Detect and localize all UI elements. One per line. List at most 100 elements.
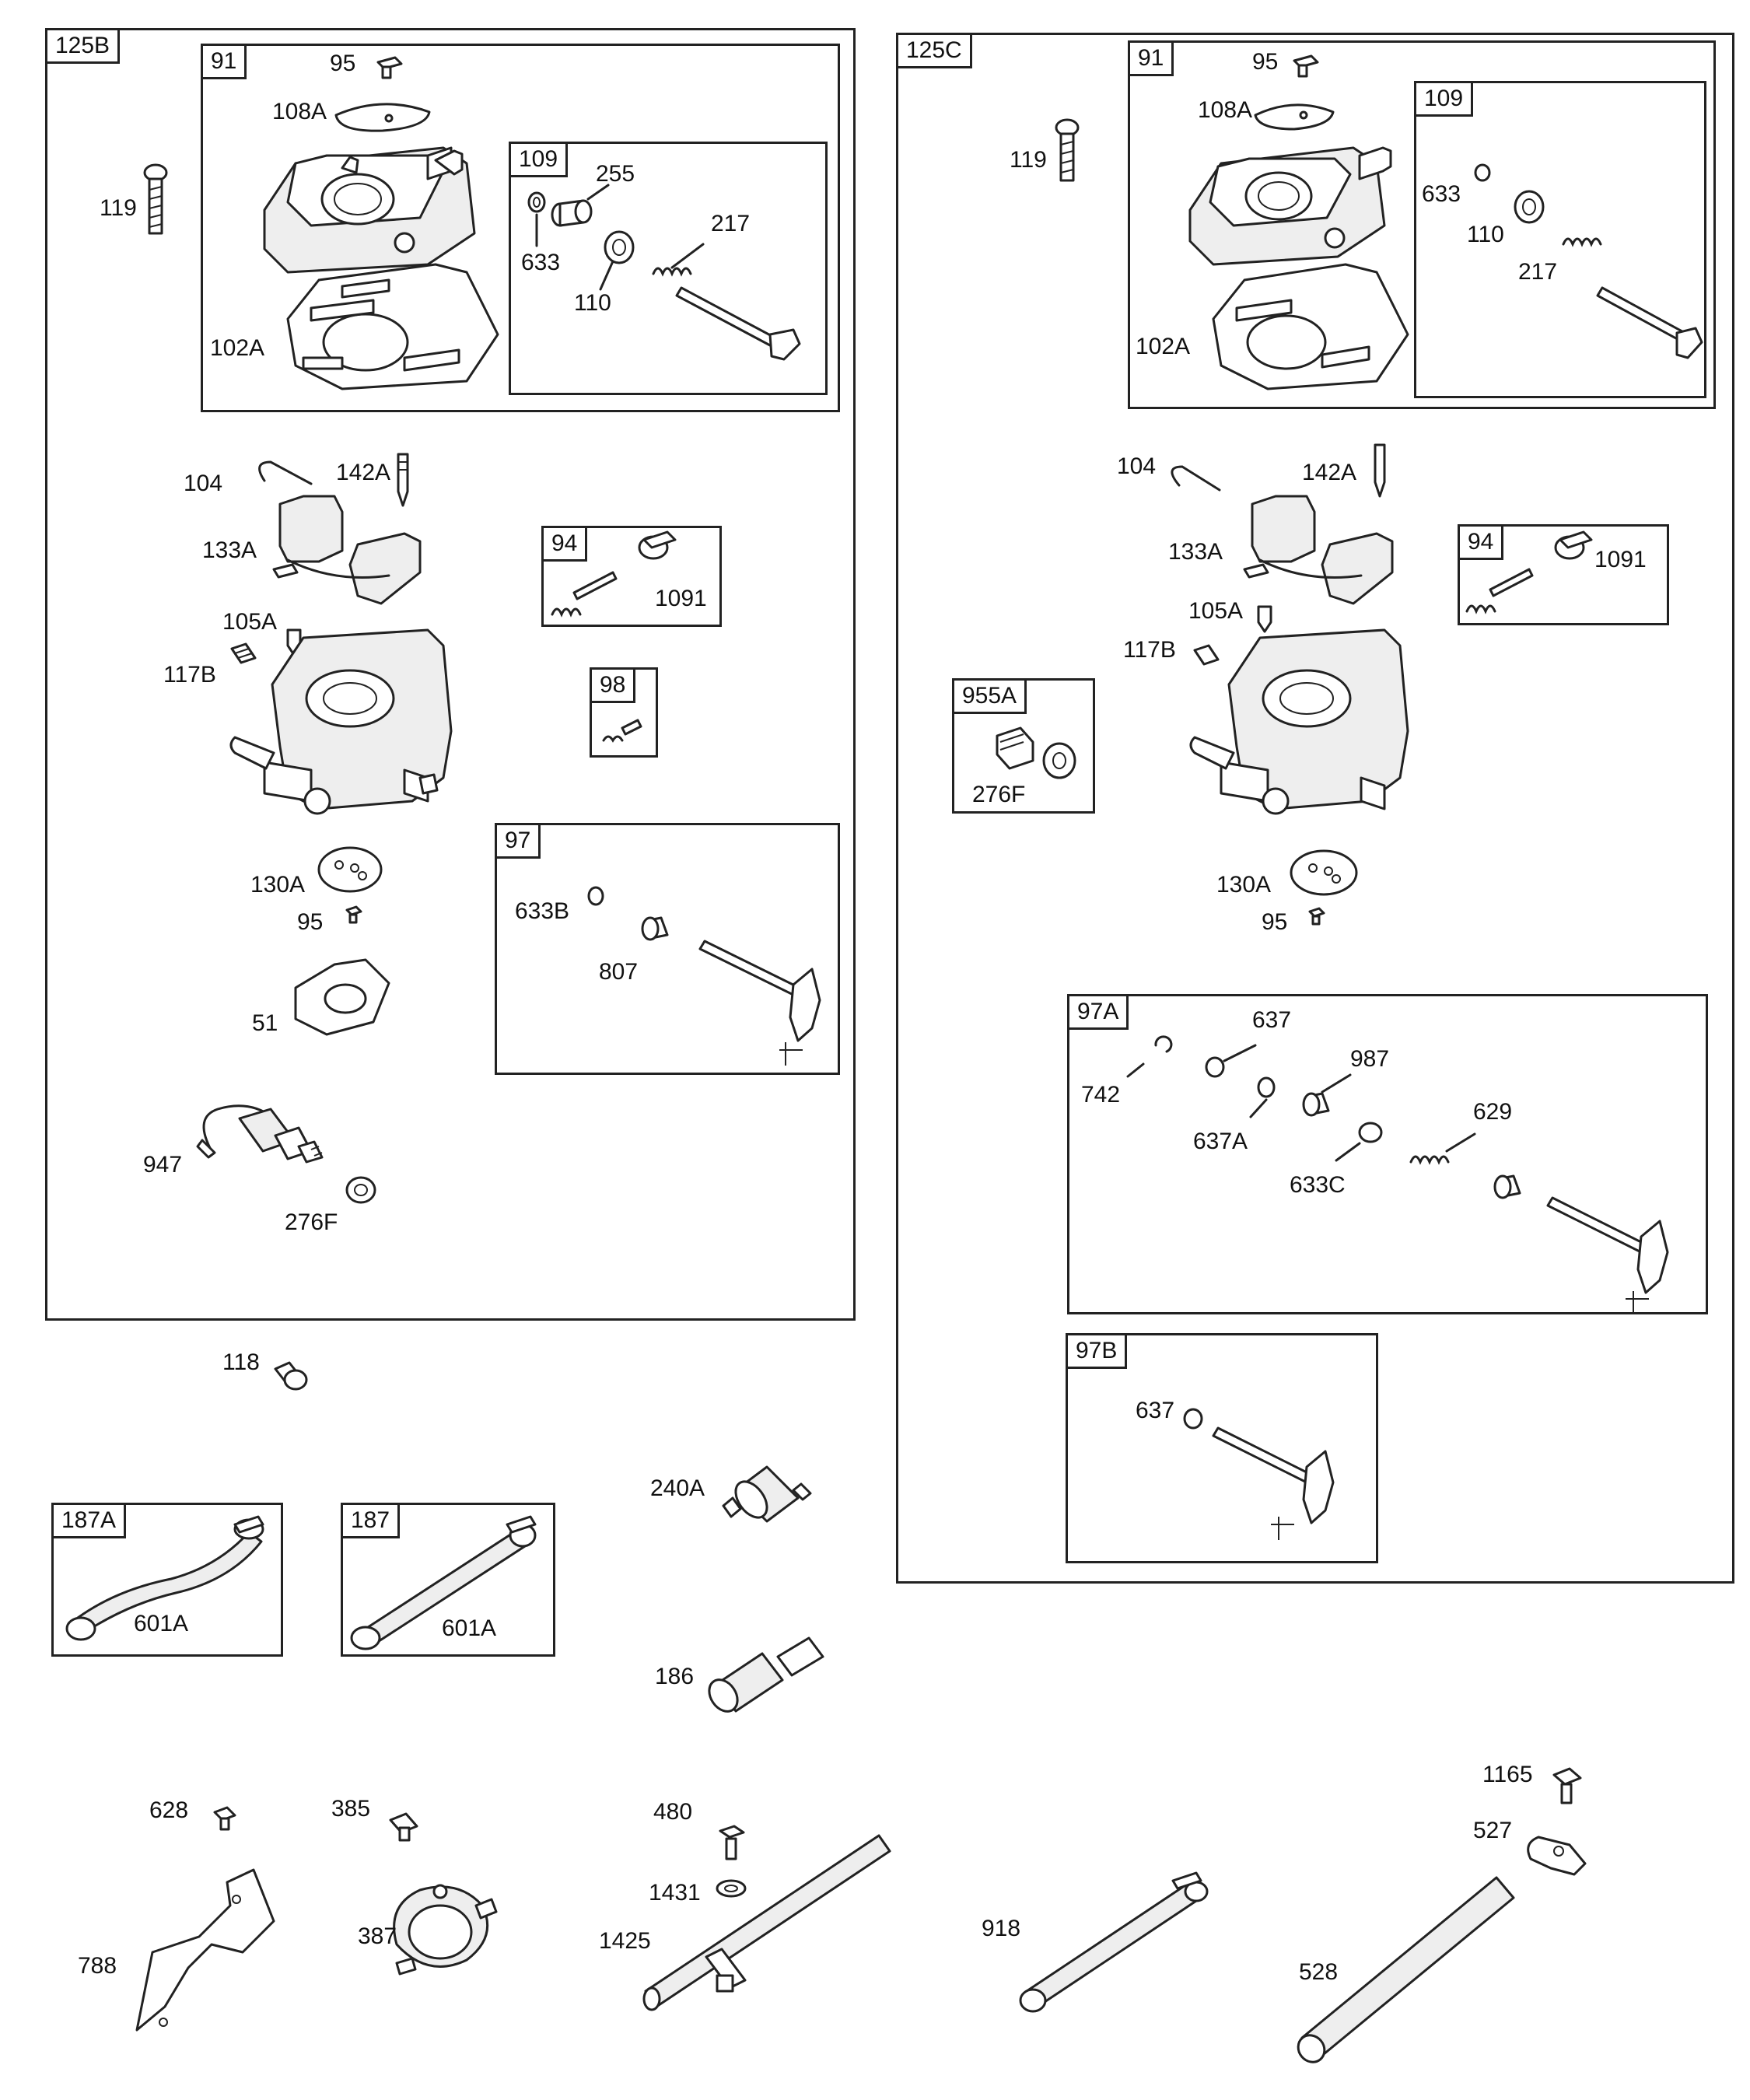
label-276f: 276F xyxy=(285,1209,338,1235)
label-385: 385 xyxy=(331,1796,371,1822)
seat-105ab-part xyxy=(1257,605,1272,633)
label-108a-b: 108A xyxy=(1198,97,1253,123)
label-987: 987 xyxy=(1350,1046,1390,1072)
label-633c: 633C xyxy=(1290,1172,1346,1198)
gasket-102ab-part xyxy=(1212,263,1409,390)
seal-633b-part xyxy=(587,886,604,906)
carburetor-cover-91-part xyxy=(263,146,476,274)
label-95-b: 95 xyxy=(297,909,324,935)
washer-637b-part xyxy=(1183,1408,1203,1430)
screw-95b-part xyxy=(345,905,362,924)
carburetor-body-part xyxy=(229,628,453,815)
box-tag: 125C xyxy=(896,33,972,68)
label-633b: 633B xyxy=(515,898,570,924)
seal-633-part xyxy=(527,191,546,247)
box-tag: 97A xyxy=(1067,994,1129,1030)
label-918: 918 xyxy=(982,1916,1021,1941)
screw-98-part xyxy=(602,719,642,743)
shaft-97-part xyxy=(698,940,821,1066)
float-133ab-part xyxy=(1243,495,1394,605)
needle-142a-part xyxy=(397,453,409,507)
needle-valve-94-right-part xyxy=(1465,530,1593,614)
label-104: 104 xyxy=(184,471,223,496)
assembly-box-187: 187 xyxy=(341,1503,555,1657)
label-102a: 102A xyxy=(210,335,265,361)
label-95-c: 95 xyxy=(1252,49,1279,75)
label-117b: 117B xyxy=(163,662,216,688)
label-104-b: 104 xyxy=(1117,453,1157,479)
hose-918-part xyxy=(1019,1871,1209,2013)
washer-110-part xyxy=(599,230,635,291)
label-130a: 130A xyxy=(250,872,306,898)
screw-119-part xyxy=(143,163,168,235)
plug-118-part xyxy=(274,1361,308,1391)
label-807: 807 xyxy=(599,959,639,985)
fuel-filter-240a-part xyxy=(722,1465,812,1523)
tube-1425-part xyxy=(642,1834,891,2011)
box-tag: 125B xyxy=(45,28,121,64)
gasket-108ab-part xyxy=(1254,103,1335,131)
screw-95c-part xyxy=(1293,54,1319,78)
label-130a-b: 130A xyxy=(1216,872,1272,898)
assembly-box-94-right: 94 xyxy=(1458,524,1669,625)
box-tag: 91 xyxy=(1128,40,1174,76)
label-105a-b: 105A xyxy=(1188,598,1244,624)
screw-628-part xyxy=(213,1806,236,1831)
label-947: 947 xyxy=(143,1152,183,1178)
label-142a: 142A xyxy=(336,460,391,485)
fitting-955a-part xyxy=(996,726,1076,779)
screw-119b-part xyxy=(1055,118,1080,182)
assembly-box-91-right: 91 xyxy=(1128,40,1716,409)
bolt-1165-part xyxy=(1552,1767,1582,1804)
label-119: 119 xyxy=(100,195,137,221)
gasket-108a-part xyxy=(334,103,431,132)
clip-104-part xyxy=(258,460,313,485)
label-255: 255 xyxy=(596,161,635,187)
assembly-box-94-left: 94 xyxy=(541,526,722,627)
box-tag: 97 xyxy=(495,823,541,859)
assembly-box-97: 97 xyxy=(495,823,840,1075)
label-633: 633 xyxy=(521,250,561,275)
box-tag: 955A xyxy=(952,678,1027,714)
spring-629-part xyxy=(1409,1132,1476,1165)
screw-95-part xyxy=(376,56,403,79)
label-1091-b: 1091 xyxy=(1594,547,1647,572)
label-601a: 601A xyxy=(134,1611,189,1636)
shaft-97a-part xyxy=(1546,1196,1669,1314)
seal-633c-part xyxy=(1474,163,1491,182)
label-240a: 240A xyxy=(650,1475,705,1501)
label-637a: 637A xyxy=(1193,1129,1248,1154)
plate-130ab-part xyxy=(1290,849,1358,896)
box-tag: 98 xyxy=(590,667,636,703)
label-133a-b: 133A xyxy=(1168,539,1223,565)
label-217: 217 xyxy=(711,211,751,236)
connector-186-part xyxy=(708,1636,824,1713)
label-633-b: 633 xyxy=(1422,181,1461,207)
washer-637-part xyxy=(1205,1044,1257,1078)
label-527: 527 xyxy=(1473,1818,1513,1843)
label-186: 186 xyxy=(655,1664,695,1689)
assembly-box-97a: 97A xyxy=(1067,994,1708,1314)
label-628: 628 xyxy=(149,1797,189,1823)
assembly-box-125b: 125B xyxy=(45,28,856,1321)
solenoid-947-part xyxy=(196,1104,324,1164)
box-tag: 109 xyxy=(1414,81,1474,117)
label-480: 480 xyxy=(653,1799,693,1825)
label-119-b: 119 xyxy=(1010,147,1047,173)
box-tag: 91 xyxy=(201,44,247,79)
label-1425: 1425 xyxy=(599,1928,651,1954)
label-108a: 108A xyxy=(272,99,327,124)
label-105a: 105A xyxy=(222,609,278,635)
label-1165: 1165 xyxy=(1482,1762,1533,1787)
clip-104b-part xyxy=(1171,465,1221,492)
clamp-527-part xyxy=(1527,1836,1587,1876)
label-742: 742 xyxy=(1081,1082,1121,1108)
box-tag: 187A xyxy=(51,1503,127,1538)
box-tag: 97B xyxy=(1066,1333,1128,1369)
fitting-117bb-part xyxy=(1193,644,1220,666)
screw-480-part xyxy=(719,1825,745,1860)
tube-528-part xyxy=(1297,1876,1515,2063)
needle-valve-94-left-part xyxy=(551,530,677,618)
